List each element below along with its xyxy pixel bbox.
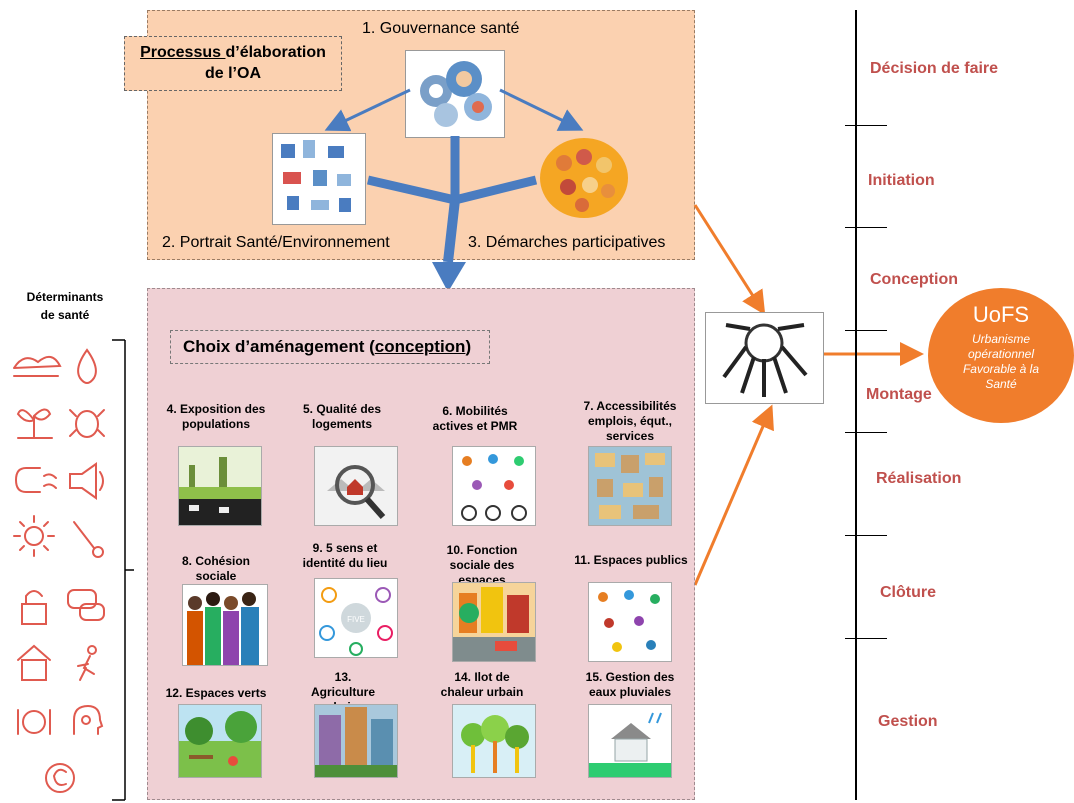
tile-label-6: 6. Mobilités actives et PMR: [432, 404, 518, 433]
uofs-subtitle: Urbanisme opérationnel Favorable à la Sa…: [962, 332, 1040, 391]
tile-label-14: 14. Ilot de chaleur urbain: [440, 670, 524, 699]
trunk-left: [366, 175, 457, 205]
trunk-down: [443, 199, 460, 263]
sun-icon: [13, 515, 55, 557]
house-icon: [17, 644, 51, 681]
tile-image-12: [178, 704, 262, 778]
head-gears-icon: [73, 704, 104, 735]
tile-image-11: [588, 582, 672, 662]
plate-cutlery-icon: [17, 709, 51, 735]
arrow-process-to-keys: [693, 204, 766, 316]
phase-cloture: Clôture: [880, 584, 936, 601]
magnet-wave-icon: [14, 467, 57, 493]
phase-montage: Montage: [866, 386, 932, 403]
timeline-tick: [845, 432, 887, 433]
tile-label-11: 11. Espaces publics: [574, 553, 688, 567]
arrow-choix-to-keys: [693, 404, 774, 586]
euro-coin-icon: [45, 763, 75, 793]
portrait-label: 2. Portrait Santé/Environnement: [162, 234, 390, 251]
tile-image-13: [314, 704, 398, 778]
determinants-title-line1: Déterminants: [26, 290, 104, 304]
running-person-icon: [77, 645, 97, 681]
governance-image: [405, 50, 505, 138]
tile-label-7: 7. Accessibilités emplois, équt., servic…: [583, 399, 677, 443]
wind-icon: [13, 355, 62, 377]
process-title-box: Processus d’élaboration de l’OA: [124, 36, 342, 91]
water-drop-icon: [77, 348, 97, 384]
tile-label-4: 4. Exposition des populations: [166, 402, 266, 431]
participative-image: [538, 133, 630, 223]
determinants-title-line2: de santé: [40, 308, 90, 322]
phase-initiation: Initiation: [868, 172, 935, 189]
choix-underlined: conception: [374, 337, 466, 356]
tile-label-15: 15. Gestion des eaux pluviales: [585, 670, 675, 699]
arrow-to-participative: [499, 88, 584, 131]
big-arrow-head: [432, 262, 466, 292]
tile-image-4: [178, 446, 262, 526]
timeline-tick: [845, 227, 887, 228]
process-title-rest: d’élaboration: [225, 44, 326, 61]
tile-image-10: [452, 582, 536, 662]
bug-icon: [69, 409, 105, 438]
plant-icon: [16, 408, 53, 439]
tile-label-8: 8. Cohésion sociale: [181, 554, 250, 583]
process-title-line2: de l’OA: [204, 65, 261, 82]
padlock-icon: [21, 590, 47, 625]
choix-suffix: ): [465, 337, 472, 356]
speech-bubbles-icon: [67, 589, 105, 621]
tile-image-6: [452, 446, 536, 526]
phase-realisation: Réalisation: [876, 470, 962, 487]
five-text: FIVE: [347, 615, 365, 624]
phase-conception: Conception: [870, 271, 958, 288]
choix-title-box: Choix d’aménagement (conception): [170, 330, 490, 364]
participative-label: 3. Démarches participatives: [468, 234, 666, 251]
timeline-tick: [845, 125, 887, 126]
loudspeaker-icon: [69, 462, 104, 500]
timeline-tick: [845, 330, 887, 331]
choix-prefix: Choix d’aménagement (: [183, 337, 375, 356]
tile-label-12: 12. Espaces verts: [165, 686, 267, 700]
phase-gestion: Gestion: [878, 713, 938, 730]
tile-image-7: [588, 446, 672, 526]
process-title-underlined: Processus: [140, 44, 226, 61]
determinants-title: Déterminants de santé: [10, 288, 120, 324]
tile-label-5: 5. Qualité des logements: [302, 402, 382, 431]
tile-label-9: 9. 5 sens et identité du lieu: [302, 541, 388, 570]
trunk-right: [453, 175, 538, 205]
uofs-title: UoFS: [972, 302, 1030, 327]
thermometer-icon: [73, 521, 104, 558]
timeline-axis: [855, 10, 857, 800]
phase-decision: Décision de faire: [870, 60, 999, 77]
tile-image-9: FIVE: [314, 578, 398, 658]
keys-image: [705, 312, 824, 404]
determinant-icons: [13, 348, 105, 793]
tile-image-5: [314, 446, 398, 526]
tile-image-15: [588, 704, 672, 778]
tile-image-14: [452, 704, 536, 778]
uofs-circle: UoFS Urbanisme opérationnel Favorable à …: [928, 288, 1074, 423]
timeline-tick: [845, 638, 887, 639]
arrow-to-portrait: [324, 88, 411, 132]
timeline-tick: [845, 535, 887, 536]
tile-image-8: [182, 584, 268, 666]
governance-label: 1. Gouvernance santé: [362, 20, 520, 37]
portrait-image: [272, 133, 366, 225]
